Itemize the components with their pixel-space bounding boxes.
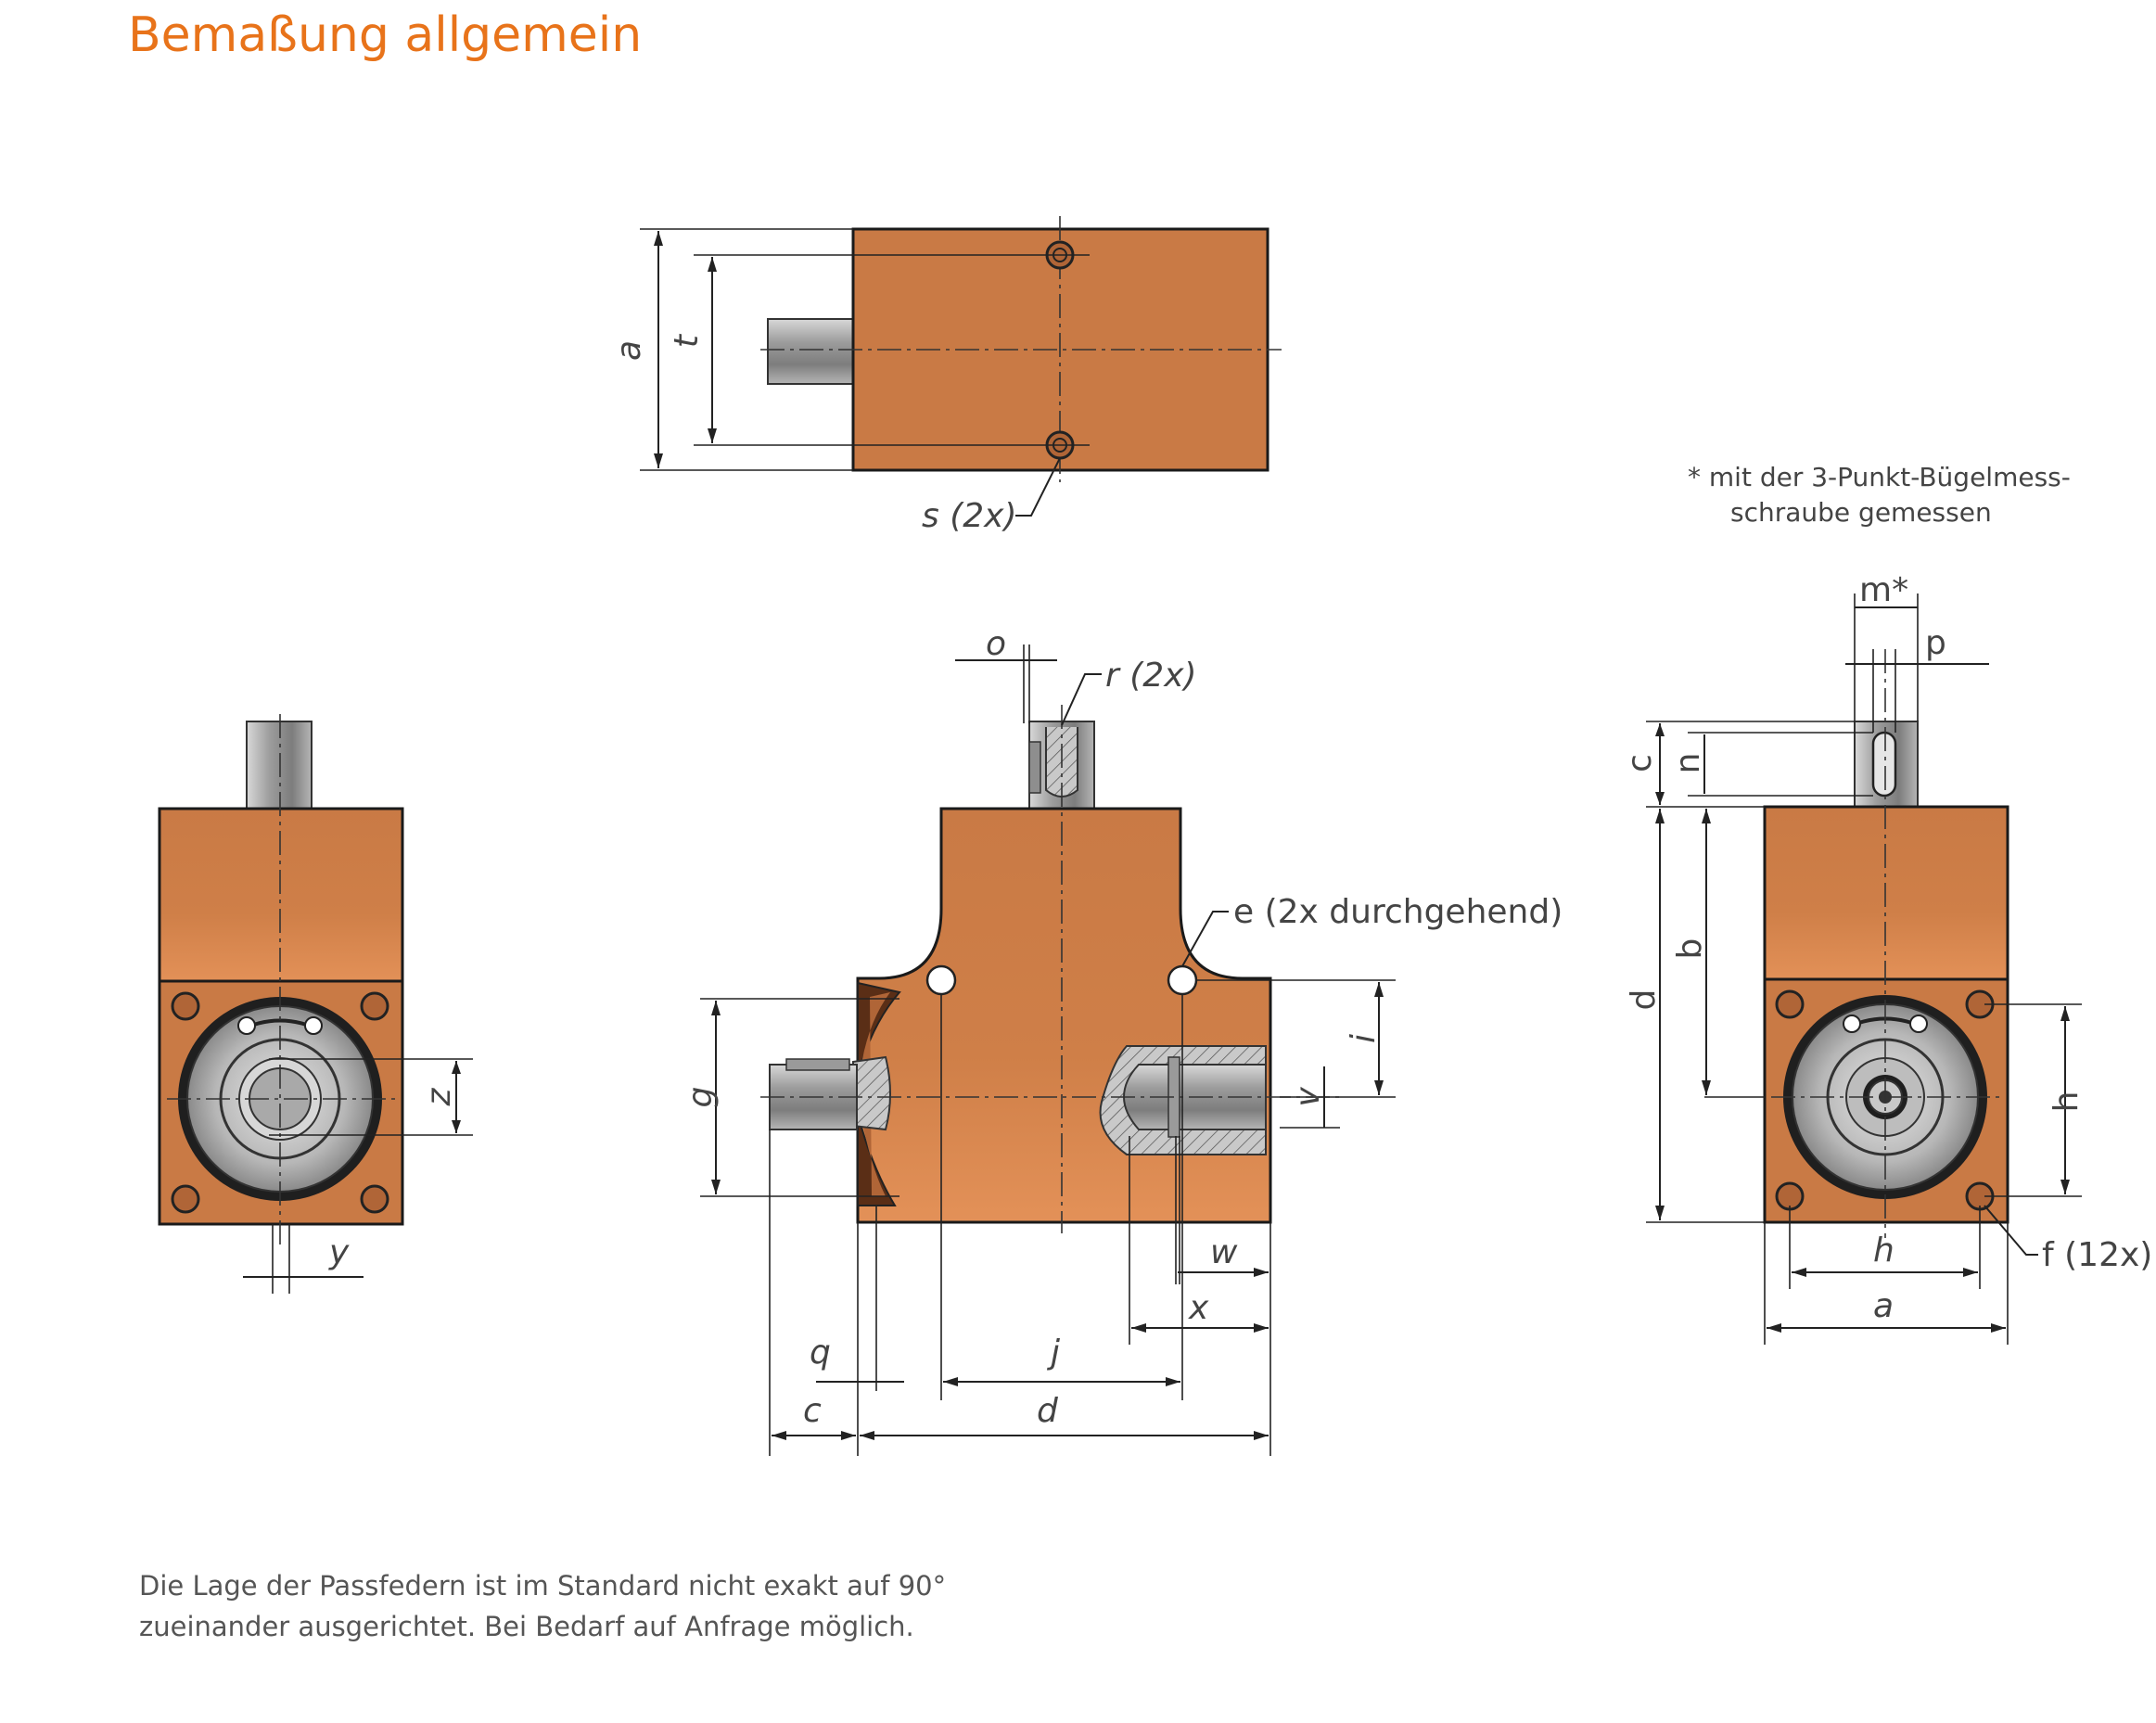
- top-view: a t s (2x): [610, 216, 1282, 535]
- front-body: [856, 807, 1272, 1224]
- label-m: m*: [1859, 571, 1908, 609]
- label-i: i: [1345, 1034, 1383, 1043]
- label-y: y: [328, 1233, 350, 1271]
- left-view: z y: [158, 714, 473, 1294]
- right-keyway: [1871, 731, 1897, 798]
- front-hole-left: [925, 964, 957, 996]
- label-f: f (12x): [2042, 1236, 2152, 1274]
- footnote-line-1: * mit der 3-Punkt-Bügelmess-: [1688, 462, 2071, 492]
- label-z: z: [420, 1087, 458, 1106]
- label-p: p: [1925, 624, 1946, 662]
- label-t: t: [668, 333, 706, 348]
- label-d-right: d: [1625, 989, 1663, 1011]
- right-view: m* p c n b d h h a f (12x): [1621, 571, 2152, 1345]
- label-v: v: [1289, 1087, 1327, 1107]
- front-hole-right: [1167, 964, 1198, 996]
- bottom-note-line-1: Die Lage der Passfedern ist im Standard …: [139, 1570, 947, 1602]
- bottom-note-line-2: zueinander ausgerichtet. Bei Bedarf auf …: [139, 1611, 914, 1642]
- footnote-line-2: schraube gemessen: [1730, 497, 1992, 528]
- label-n: n: [1669, 753, 1707, 774]
- label-x: x: [1188, 1289, 1209, 1327]
- right-body-upper: [1763, 805, 2009, 983]
- label-b: b: [1671, 938, 1709, 960]
- label-d-bottom: d: [1037, 1392, 1059, 1430]
- label-w: w: [1210, 1233, 1238, 1271]
- label-g: g: [682, 1087, 720, 1108]
- label-c-bottom: c: [803, 1392, 822, 1430]
- page-title: Bemaßung allgemein: [128, 7, 643, 63]
- label-s: s (2x): [922, 497, 1017, 535]
- label-h-vertical: h: [2048, 1091, 2086, 1113]
- label-h-horizontal: h: [1873, 1232, 1894, 1270]
- left-shaft: [246, 721, 313, 811]
- label-a-top: a: [610, 340, 648, 361]
- bottom-note: Die Lage der Passfedern ist im Standard …: [139, 1565, 946, 1647]
- label-o: o: [986, 625, 1006, 663]
- top-shaft: [767, 318, 858, 385]
- label-r: r (2x): [1105, 657, 1197, 695]
- front-view: o r (2x) e (2x durchgehend) g i v w x q …: [682, 625, 1563, 1456]
- label-c-right: c: [1621, 754, 1659, 772]
- label-q: q: [810, 1334, 831, 1372]
- label-a-right: a: [1873, 1287, 1894, 1325]
- label-e: e (2x durchgehend): [1233, 893, 1563, 931]
- label-j: j: [1046, 1334, 1060, 1372]
- footnote: * mit der 3-Punkt-Bügelmess- schraube ge…: [1688, 460, 2071, 530]
- left-body-upper: [158, 807, 404, 985]
